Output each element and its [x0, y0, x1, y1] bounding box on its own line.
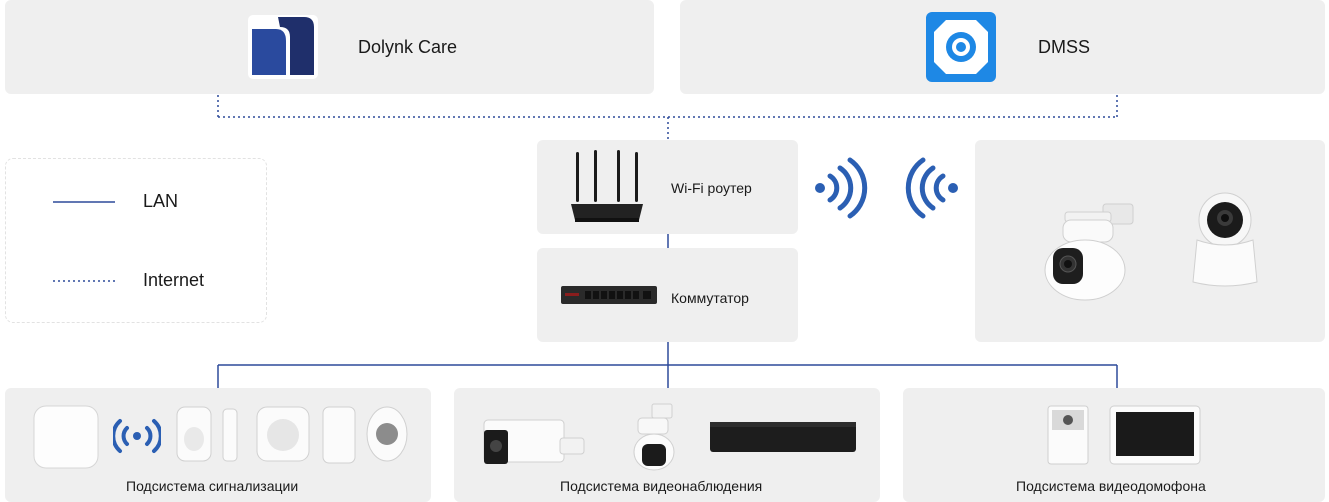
- siren-icon: [255, 405, 311, 463]
- nvr-recorder-icon: [708, 418, 858, 458]
- lan-connection-lines: [217, 234, 1118, 388]
- dmss-eye-logo-icon: [926, 12, 996, 82]
- intercom-subsystem-label: Подсистема видеодомофона: [1016, 478, 1206, 494]
- outdoor-ptz-camera-icon: [1043, 192, 1139, 302]
- door-station-icon: [1046, 404, 1090, 466]
- alarm-hub-icon: [32, 404, 100, 470]
- door-sensor-icon: [221, 407, 239, 463]
- wifi-router-icon: [567, 150, 647, 228]
- video-subsystem-label: Подсистема видеонаблюдения: [560, 478, 763, 494]
- alarm-subsystem-panel: Подсистема сигнализации: [5, 388, 431, 502]
- internet-connection-lines: [217, 95, 1118, 140]
- lan-legend-line: [53, 201, 115, 203]
- dmss-panel: DMSS: [680, 0, 1325, 94]
- dolynk-care-logo-icon: [248, 15, 318, 79]
- wifi-signal-left-icon: [905, 156, 961, 220]
- dolynk-care-label: Dolynk Care: [358, 37, 458, 57]
- legend: LAN Internet: [5, 158, 267, 323]
- legend-lan-label: LAN: [143, 191, 179, 211]
- dolynk-care-panel: Dolynk Care: [5, 0, 654, 94]
- video-subsystem-panel: Подсистема видеонаблюдения: [454, 388, 880, 502]
- alarm-subsystem-label: Подсистема сигнализации: [126, 478, 299, 494]
- speed-dome-camera-icon: [632, 402, 676, 472]
- network-switch-panel: Коммутатор: [537, 248, 798, 342]
- network-switch-label: Коммутатор: [671, 290, 749, 306]
- alarm-wifi-signal-icon: [113, 416, 161, 456]
- intercom-subsystem-panel: Подсистема видеодомофона: [903, 388, 1325, 502]
- internet-legend-line: [53, 280, 115, 282]
- motion-detector-icon: [175, 405, 213, 463]
- wifi-router-label: Wi-Fi роутер: [671, 180, 752, 196]
- dmss-label: DMSS: [1038, 37, 1091, 57]
- indoor-ptz-camera-icon: [1189, 190, 1261, 290]
- key-fob-icon: [365, 405, 409, 463]
- wifi-signal-right-icon: [812, 156, 868, 220]
- keypad-icon: [321, 405, 357, 465]
- indoor-monitor-icon: [1108, 404, 1202, 466]
- legend-internet-label: Internet: [143, 270, 205, 290]
- wifi-router-panel: Wi-Fi роутер: [537, 140, 798, 234]
- bullet-camera-icon: [480, 410, 588, 470]
- network-switch-icon: [561, 284, 657, 306]
- wifi-cameras-panel: [975, 140, 1325, 342]
